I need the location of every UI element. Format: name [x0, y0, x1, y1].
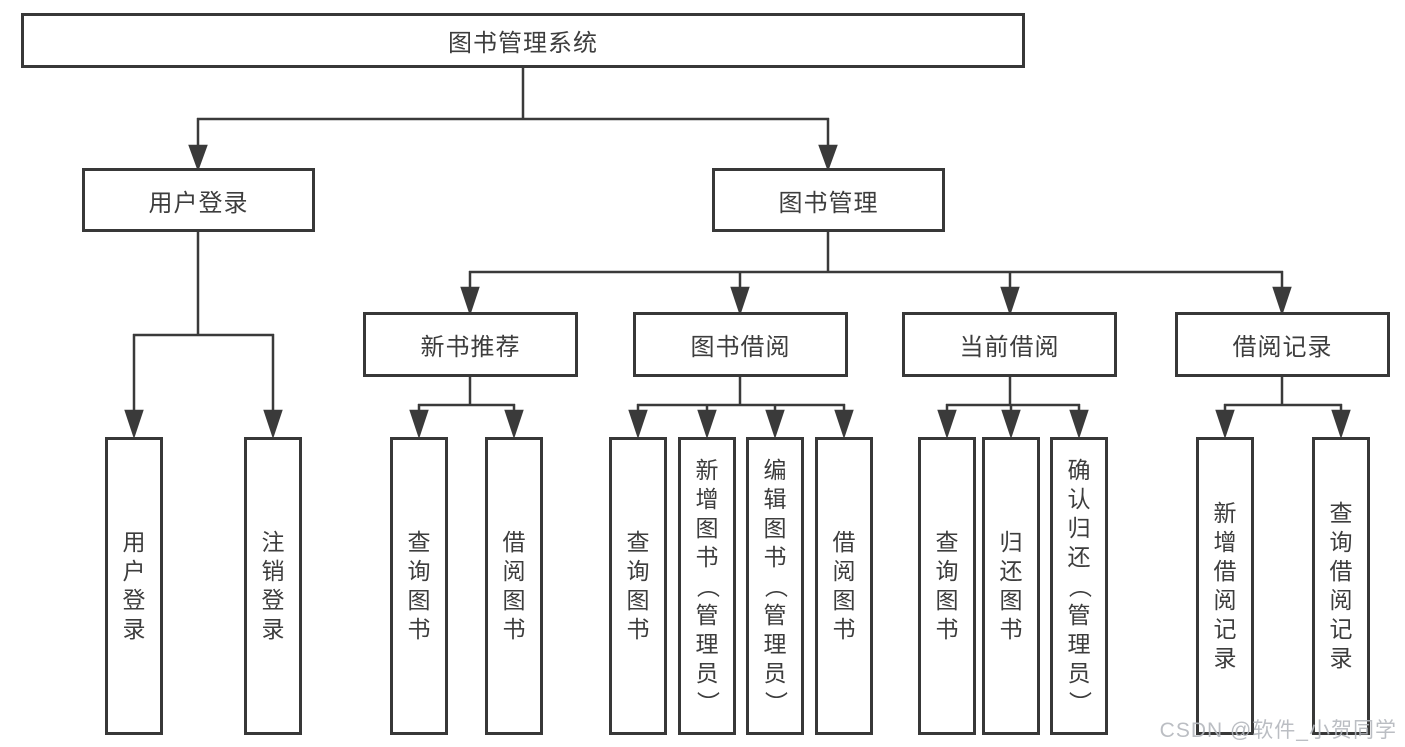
node-new-book-recommendation: 新书推荐: [363, 312, 578, 377]
edge-book-borrowing-children: [628, 377, 854, 439]
leaf-add-borrow-record: 新增借阅记录: [1196, 437, 1254, 735]
node-book-management: 图书管理: [712, 168, 945, 232]
edge-borrowing-records-children: [1215, 377, 1351, 439]
csdn-watermark: CSDN @软件_小贺同学: [1159, 719, 1397, 742]
edge-user-login-children: [124, 232, 283, 439]
leaf-query-books-recommend: 查询图书: [390, 437, 448, 735]
leaf-query-borrow-record: 查询借阅记录: [1312, 437, 1370, 735]
leaf-edit-book-admin: 编辑图书（管理员）: [746, 437, 804, 735]
node-borrowing-records: 借阅记录: [1175, 312, 1390, 377]
edge-book-management-to-level3: [460, 232, 1292, 316]
leaf-user-login: 用户登录: [105, 437, 163, 735]
leaf-query-books-current: 查询图书: [918, 437, 976, 735]
leaf-borrow-books-recommend: 借阅图书: [485, 437, 543, 735]
node-book-borrowing: 图书借阅: [633, 312, 848, 377]
node-user-login: 用户登录: [82, 168, 315, 232]
leaf-return-book: 归还图书: [982, 437, 1040, 735]
edge-current-borrowing-children: [937, 377, 1089, 439]
leaf-confirm-return-admin: 确认归还（管理员）: [1050, 437, 1108, 735]
node-library-management-system: 图书管理系统: [21, 13, 1025, 68]
edge-new-book-recommendation-children: [409, 377, 524, 439]
leaf-borrow-books-borrowing: 借阅图书: [815, 437, 873, 735]
node-current-borrowing: 当前借阅: [902, 312, 1117, 377]
leaf-logout: 注销登录: [244, 437, 302, 735]
leaf-add-book-admin: 新增图书（管理员）: [678, 437, 736, 735]
edge-root-to-level2: [188, 68, 838, 172]
leaf-query-books-borrowing: 查询图书: [609, 437, 667, 735]
